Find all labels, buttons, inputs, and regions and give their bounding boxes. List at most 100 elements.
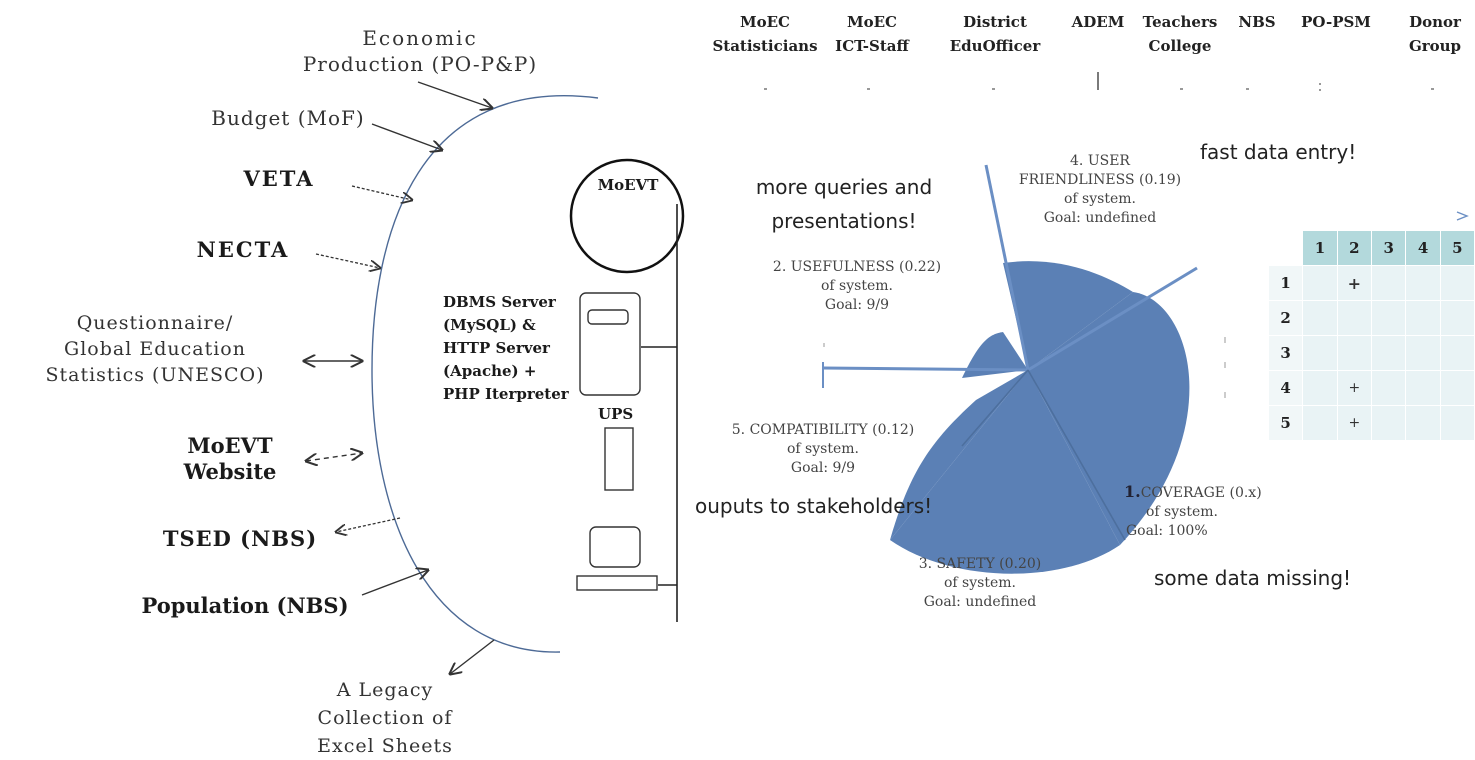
matrix-corner-arrow <box>1456 211 1469 221</box>
source-legacy-line3: Excel Sheets <box>317 735 453 757</box>
server-drive-slot <box>587 309 629 325</box>
source-economic-line1: Economic <box>362 26 478 50</box>
matrix-cell <box>1302 405 1338 441</box>
axis-useful-line3: Goal: 9/9 <box>824 297 890 313</box>
axis-user-line4: Goal: undefined <box>1043 210 1157 226</box>
matrix-row: 1 + <box>1267 265 1475 301</box>
stakeholder-line1: Donor <box>1409 13 1461 31</box>
matrix-row-header: 2 <box>1267 300 1304 336</box>
axis-label-usefulness: 2. USEFULNESS (0.22) of system. Goal: 9/… <box>752 258 962 315</box>
matrix-cell <box>1302 370 1338 406</box>
matrix-cell <box>1439 300 1475 336</box>
source-website-line1: MoEVT <box>187 433 273 458</box>
stakeholder-line1: MoEC <box>740 13 790 31</box>
ministry-circle <box>569 158 685 274</box>
petal-user-friendliness <box>1003 261 1133 370</box>
matrix-corner <box>1267 230 1304 266</box>
note-queries-line2: presentations! <box>771 209 917 233</box>
axis-user-line3: of system. <box>1064 191 1136 207</box>
axis-coverage-line1: 1.COVERAGE (0.x) <box>1124 482 1284 503</box>
axis-line-usefulness <box>822 366 1029 372</box>
website-arrow <box>306 453 362 461</box>
axis-coverage-number: 1. <box>1124 482 1141 501</box>
ministry-label: MoEVT <box>597 176 659 194</box>
note-outputs-stakeholders: ouputs to stakeholders! <box>695 494 933 518</box>
matrix-cell <box>1405 265 1441 301</box>
source-questionnaire-line2: Global Education <box>64 338 246 360</box>
legacy-arrow <box>450 639 495 674</box>
stakeholder-line1: Teachers <box>1142 13 1218 31</box>
stakeholder-line1: MoEC <box>847 13 897 31</box>
stakeholder-line2: EduOfficer <box>949 37 1041 55</box>
tsed-arrow <box>336 517 401 532</box>
matrix-row: 3 <box>1267 335 1475 371</box>
server-tower-shape <box>579 292 641 396</box>
source-questionnaire: Questionnaire/ Global Education Statisti… <box>10 310 300 388</box>
server-label-line1: DBMS Server <box>443 293 556 311</box>
matrix-cell: + <box>1336 405 1373 441</box>
stakeholder-line2: NBS <box>1238 13 1276 31</box>
matrix-row-header: 3 <box>1267 335 1304 371</box>
matrix-cell <box>1371 300 1407 336</box>
matrix-row-header: 1 <box>1267 265 1304 301</box>
relation-matrix: 1 2 3 4 5 1 + 2 3 4 + 5 + <box>1267 230 1475 441</box>
stakeholder-moec-ict-staff: MoEC ICT-Staff <box>830 10 914 58</box>
source-questionnaire-line1: Questionnaire/ <box>76 312 234 334</box>
axis-coverage-title: COVERAGE (0.x) <box>1140 485 1262 501</box>
matrix-col-header: 1 <box>1302 230 1338 266</box>
matrix-cell <box>1405 335 1441 371</box>
axis-safety-line2: of system. <box>944 575 1016 591</box>
necta-arrow <box>315 253 380 268</box>
server-label-line4: (Apache) + <box>443 362 537 380</box>
workstation-base <box>576 575 658 591</box>
stakeholder-donor-group: Donor Group <box>1400 10 1470 58</box>
matrix-header-row: 1 2 3 4 5 <box>1267 230 1475 266</box>
source-legacy-line1: A Legacy <box>336 679 434 701</box>
matrix-cell <box>1371 265 1407 301</box>
source-budget: Budget (MoF) <box>211 106 365 130</box>
axis-user-line2: FRIENDLINESS (0.19) <box>1018 172 1182 188</box>
stakeholder-district-eduofficer: District EduOfficer <box>943 10 1047 58</box>
quality-radar <box>822 164 1198 574</box>
stakeholder-line2: PO-PSM <box>1301 13 1371 31</box>
radar-scale-marks <box>823 337 1226 398</box>
server-label-line2: (MySQL) & <box>443 316 536 334</box>
axis-safety-line3: Goal: undefined <box>923 594 1037 610</box>
ups-box <box>604 427 634 491</box>
server-label-line5: PHP Iterpreter <box>443 385 569 403</box>
source-necta: NECTA <box>196 237 290 262</box>
axis-compat-line2: of system. <box>787 441 859 457</box>
matrix-col-header: 2 <box>1336 230 1373 266</box>
ups-label: UPS <box>598 405 634 423</box>
stakeholder-line2: ADEM <box>1071 13 1125 31</box>
stakeholder-line2: Statisticians <box>712 37 818 55</box>
matrix-row-header: 4 <box>1267 370 1304 406</box>
matrix-cell <box>1439 265 1475 301</box>
note-more-queries: more queries and presentations! <box>737 170 951 238</box>
matrix-cell <box>1302 300 1338 336</box>
matrix-row-header: 5 <box>1267 405 1304 441</box>
stakeholder-po-psm: PO-PSM <box>1300 10 1372 34</box>
stakeholder-line1: District <box>963 13 1027 31</box>
server-label-line3: HTTP Server <box>443 339 550 357</box>
stakeholder-nbs: NBS <box>1234 10 1280 34</box>
axis-useful-line1: 2. USEFULNESS (0.22) <box>772 259 942 275</box>
axis-coverage-line2: of system. <box>1146 504 1218 520</box>
source-legacy-line2: Collection of <box>317 707 453 729</box>
axis-line-safety <box>1027 369 1126 541</box>
source-population: Population (NBS) <box>141 593 349 618</box>
source-website-line2: Website <box>183 459 277 484</box>
petal-safety <box>890 370 1120 574</box>
axis-label-user-friendliness: 4. USER FRIENDLINESS (0.19) of system. G… <box>1005 152 1195 228</box>
stakeholder-moec-statisticians: MoEC Statisticians <box>707 10 823 58</box>
server-label: DBMS Server (MySQL) & HTTP Server (Apach… <box>443 291 583 406</box>
matrix-cell <box>1336 335 1373 371</box>
matrix-cell <box>1336 300 1373 336</box>
axis-compat-line1: 5. COMPATIBILITY (0.12) <box>731 422 915 438</box>
matrix-cell <box>1405 370 1441 406</box>
source-economic-line2: Production (PO-P&P) <box>302 52 538 76</box>
axis-useful-line2: of system. <box>821 278 893 294</box>
source-economic-production: Economic Production (PO-P&P) <box>260 25 580 77</box>
stakeholder-line2: College <box>1148 37 1212 55</box>
